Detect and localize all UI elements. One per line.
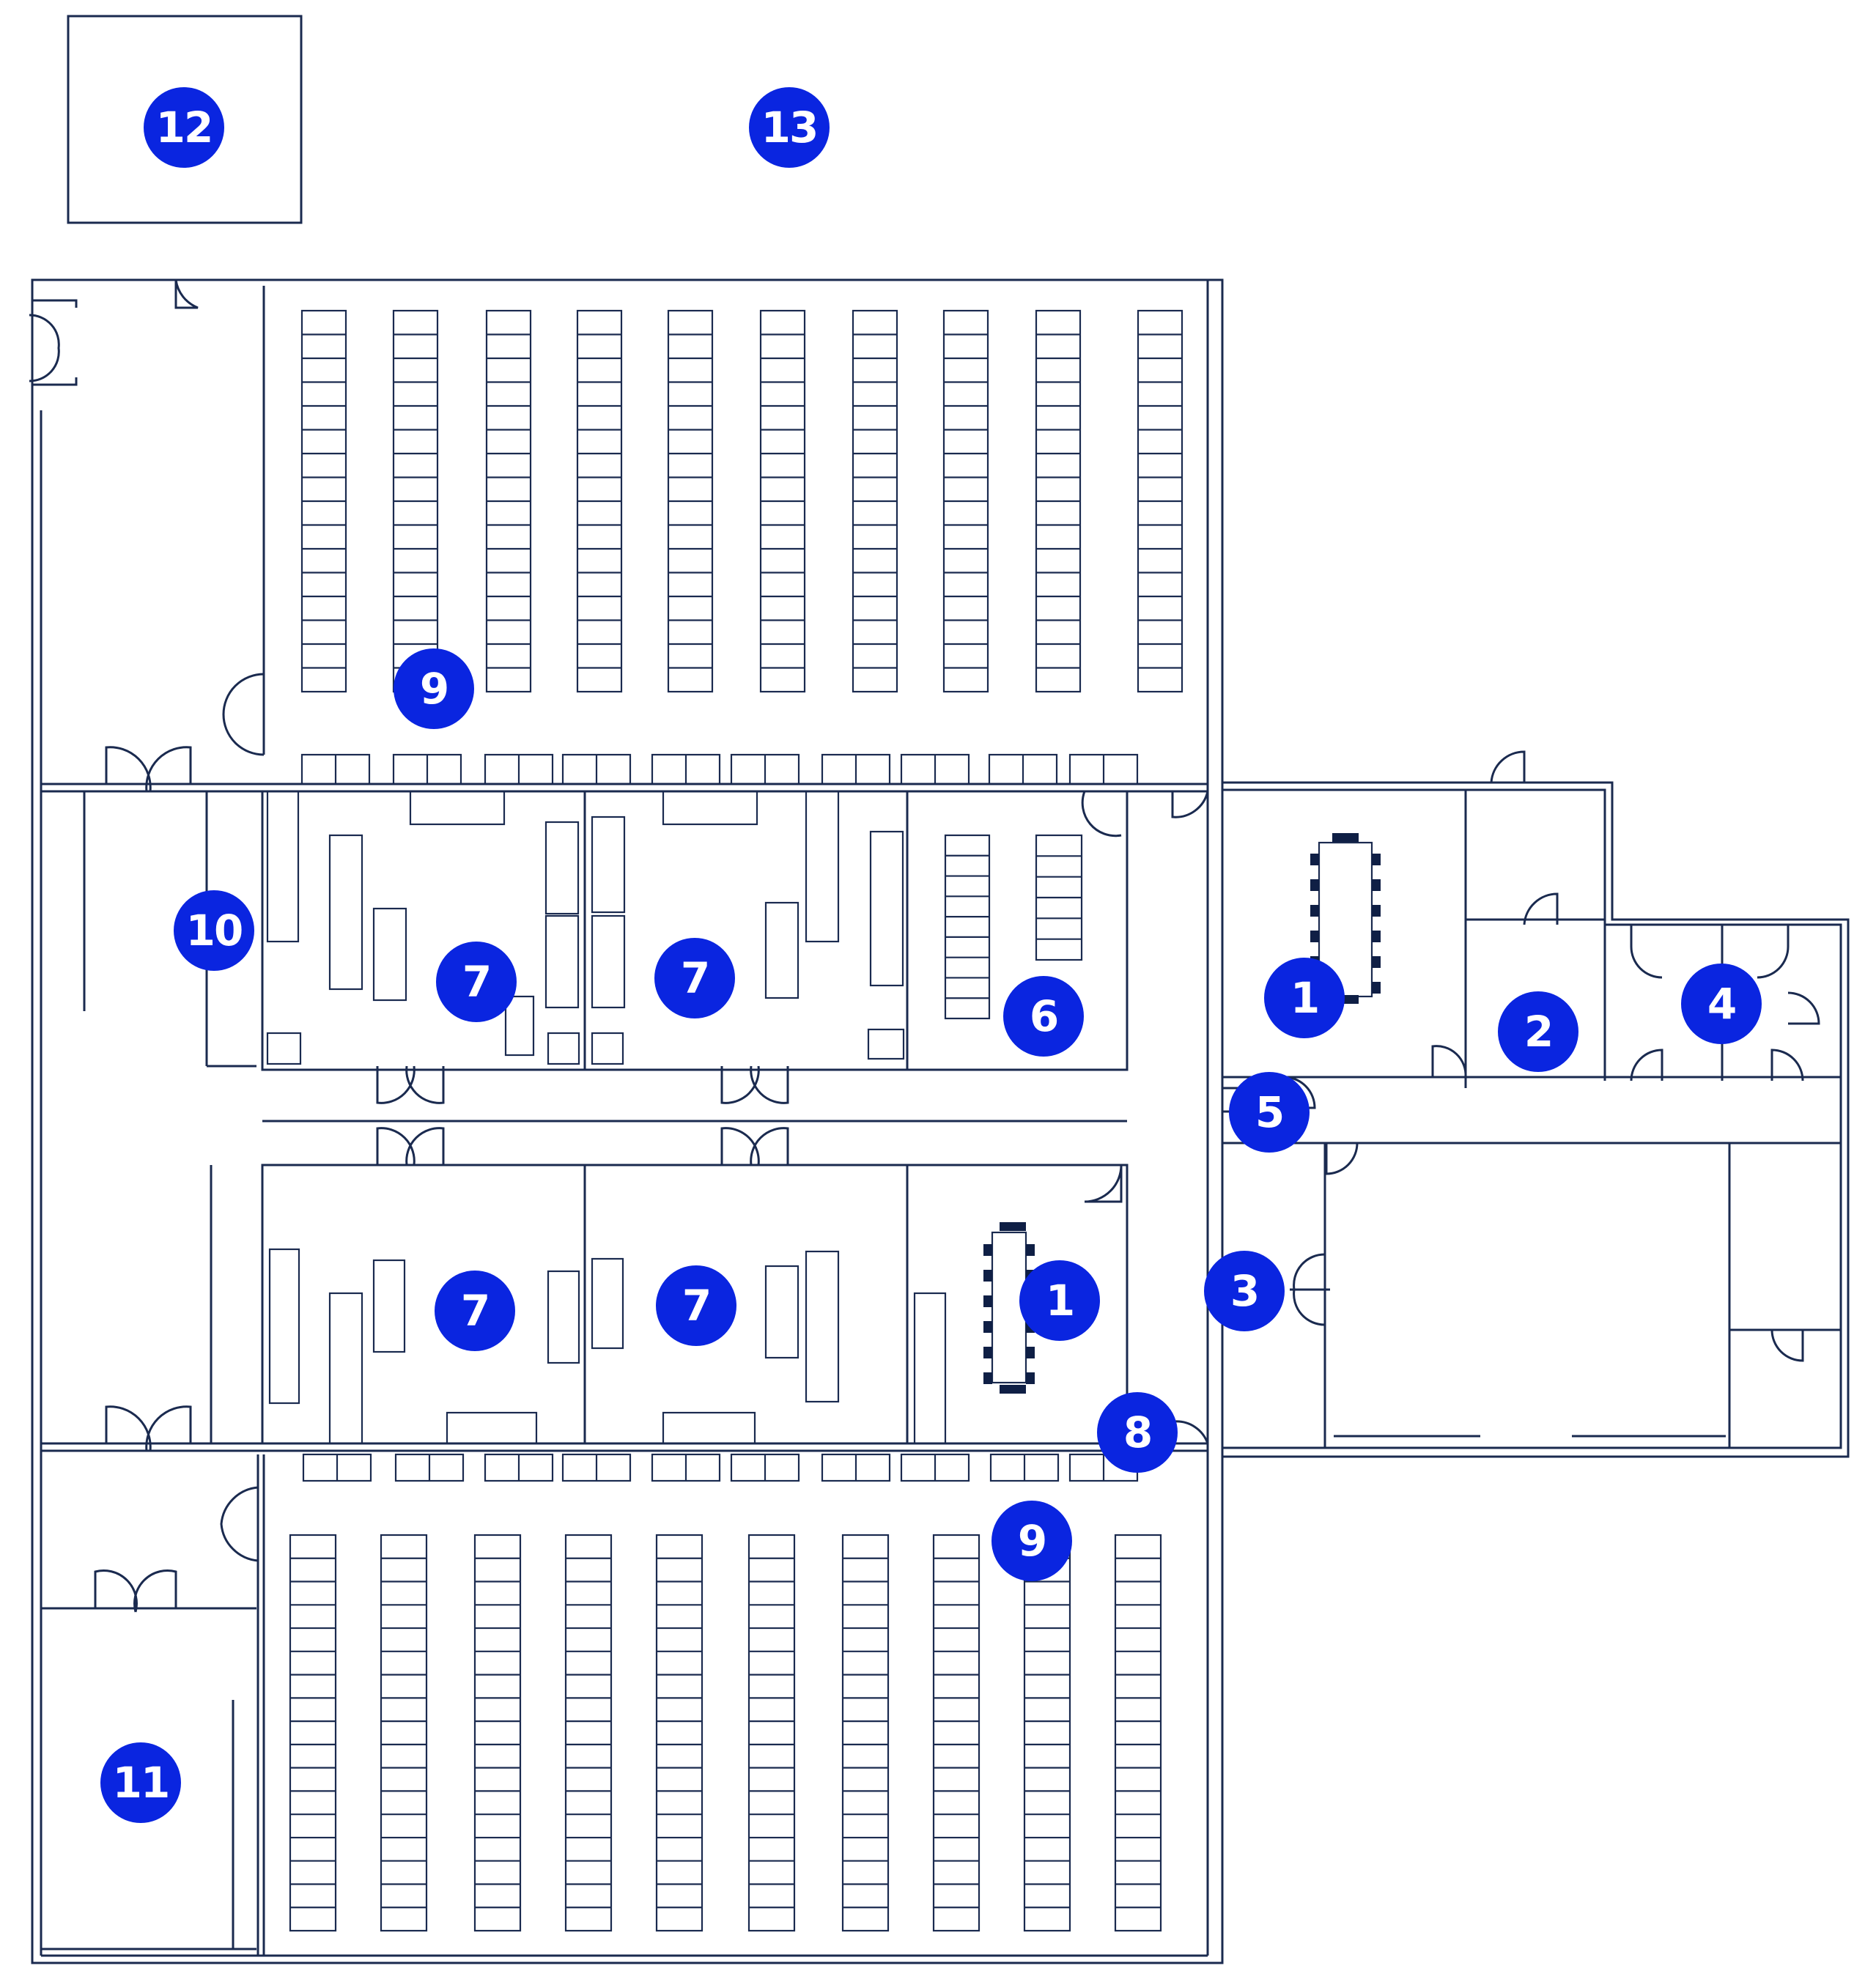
area-marker-9-north[interactable]: 9	[394, 648, 474, 729]
low-shelf-south-4	[561, 1453, 632, 1482]
chair-s-left-1	[983, 1244, 992, 1256]
low-shelf-south-8	[900, 1453, 970, 1482]
area-marker-12[interactable]: 12	[144, 87, 224, 168]
area-marker-11[interactable]: 11	[100, 1742, 181, 1823]
rack-south-6	[747, 1534, 796, 1932]
office-furniture	[266, 790, 1373, 1445]
low-shelf-north-9	[988, 753, 1058, 785]
area-marker-1-south[interactable]: 1	[1019, 1260, 1100, 1341]
area-marker-7-ne[interactable]: 7	[654, 938, 735, 1018]
rack-south-8	[932, 1534, 981, 1932]
area-marker-3[interactable]: 3	[1204, 1251, 1285, 1331]
chair-n-right-1	[1372, 854, 1381, 865]
area-marker-7-sw[interactable]: 7	[435, 1271, 515, 1351]
low-shelf-south-6	[730, 1453, 800, 1482]
chair-s-right-5	[1026, 1347, 1035, 1358]
chair-n-right-2	[1372, 879, 1381, 891]
chair-s-right-6	[1026, 1372, 1035, 1384]
chair-n-left-2	[1310, 879, 1319, 891]
area-marker-8[interactable]: 8	[1097, 1392, 1178, 1473]
chair-s-left-5	[983, 1347, 992, 1358]
chair-s-bottom	[1000, 1385, 1026, 1394]
chair-s-left-4	[983, 1321, 992, 1333]
rack-north-8	[942, 309, 989, 693]
chair-n-right-5	[1372, 956, 1381, 968]
low-shelf-north-2	[392, 753, 462, 785]
low-shelf-north-6	[730, 753, 800, 785]
rack-room6-b	[1035, 834, 1083, 961]
low-shelf-north-8	[900, 753, 970, 785]
low-shelf-north-10	[1068, 753, 1139, 785]
area-marker-2[interactable]: 2	[1498, 991, 1578, 1072]
building-walls	[31, 15, 1850, 1964]
chair-n-right-4	[1372, 931, 1381, 942]
rack-north-2	[392, 309, 439, 693]
chair-n-left-3	[1310, 905, 1319, 917]
rack-room6-a	[944, 834, 991, 1020]
area-marker-1-north[interactable]: 1	[1264, 958, 1345, 1038]
area-marker-7-se[interactable]: 7	[656, 1265, 736, 1346]
low-shelf-north-1	[300, 753, 371, 785]
rack-north-1	[300, 309, 347, 693]
rack-south-10	[1114, 1534, 1162, 1932]
chair-s-left-2	[983, 1270, 992, 1282]
chair-n-left-1	[1310, 854, 1319, 865]
area-marker-9-south[interactable]: 9	[991, 1501, 1072, 1581]
rack-south-5	[655, 1534, 704, 1932]
low-shelf-south-2	[394, 1453, 465, 1482]
chair-n-right-6	[1372, 982, 1381, 994]
chair-s-left-3	[983, 1295, 992, 1307]
chair-s-left-6	[983, 1372, 992, 1384]
rack-south-1	[289, 1534, 337, 1932]
rack-south-7	[841, 1534, 890, 1932]
area-marker-13[interactable]: 13	[749, 87, 830, 168]
low-shelf-north-3	[484, 753, 554, 785]
rack-south-4	[564, 1534, 613, 1932]
chair-n-right-3	[1372, 905, 1381, 917]
rack-north-5	[667, 309, 714, 693]
area-marker-6[interactable]: 6	[1003, 976, 1084, 1057]
area-marker-7-nw[interactable]: 7	[436, 942, 517, 1022]
rack-south-2	[380, 1534, 428, 1932]
low-shelf-north-5	[651, 753, 721, 785]
rack-north-4	[576, 309, 623, 693]
low-shelf-south-9	[989, 1453, 1060, 1482]
chair-s-right-1	[1026, 1244, 1035, 1256]
area-marker-5[interactable]: 5	[1229, 1072, 1310, 1153]
rack-north-10	[1137, 309, 1183, 693]
low-shelf-north-4	[561, 753, 632, 785]
low-shelf-north-7	[821, 753, 891, 785]
chair-n-left-4	[1310, 931, 1319, 942]
low-shelf-south-3	[484, 1453, 554, 1482]
rack-south-9	[1023, 1534, 1071, 1932]
chair-n-top	[1332, 833, 1359, 842]
rack-north-3	[485, 309, 532, 693]
rack-north-6	[759, 309, 806, 693]
rack-north-7	[852, 309, 898, 693]
low-shelf-south-5	[651, 1453, 721, 1482]
area-marker-4[interactable]: 4	[1681, 964, 1762, 1044]
rack-south-3	[473, 1534, 522, 1932]
low-shelf-south-7	[821, 1453, 891, 1482]
chair-s-top	[1000, 1222, 1026, 1231]
rack-north-9	[1035, 309, 1082, 693]
door-swings	[29, 279, 1820, 1613]
area-marker-10[interactable]: 10	[174, 890, 254, 971]
storage-racks	[289, 309, 1183, 1932]
low-shelf-south-1	[302, 1453, 372, 1482]
